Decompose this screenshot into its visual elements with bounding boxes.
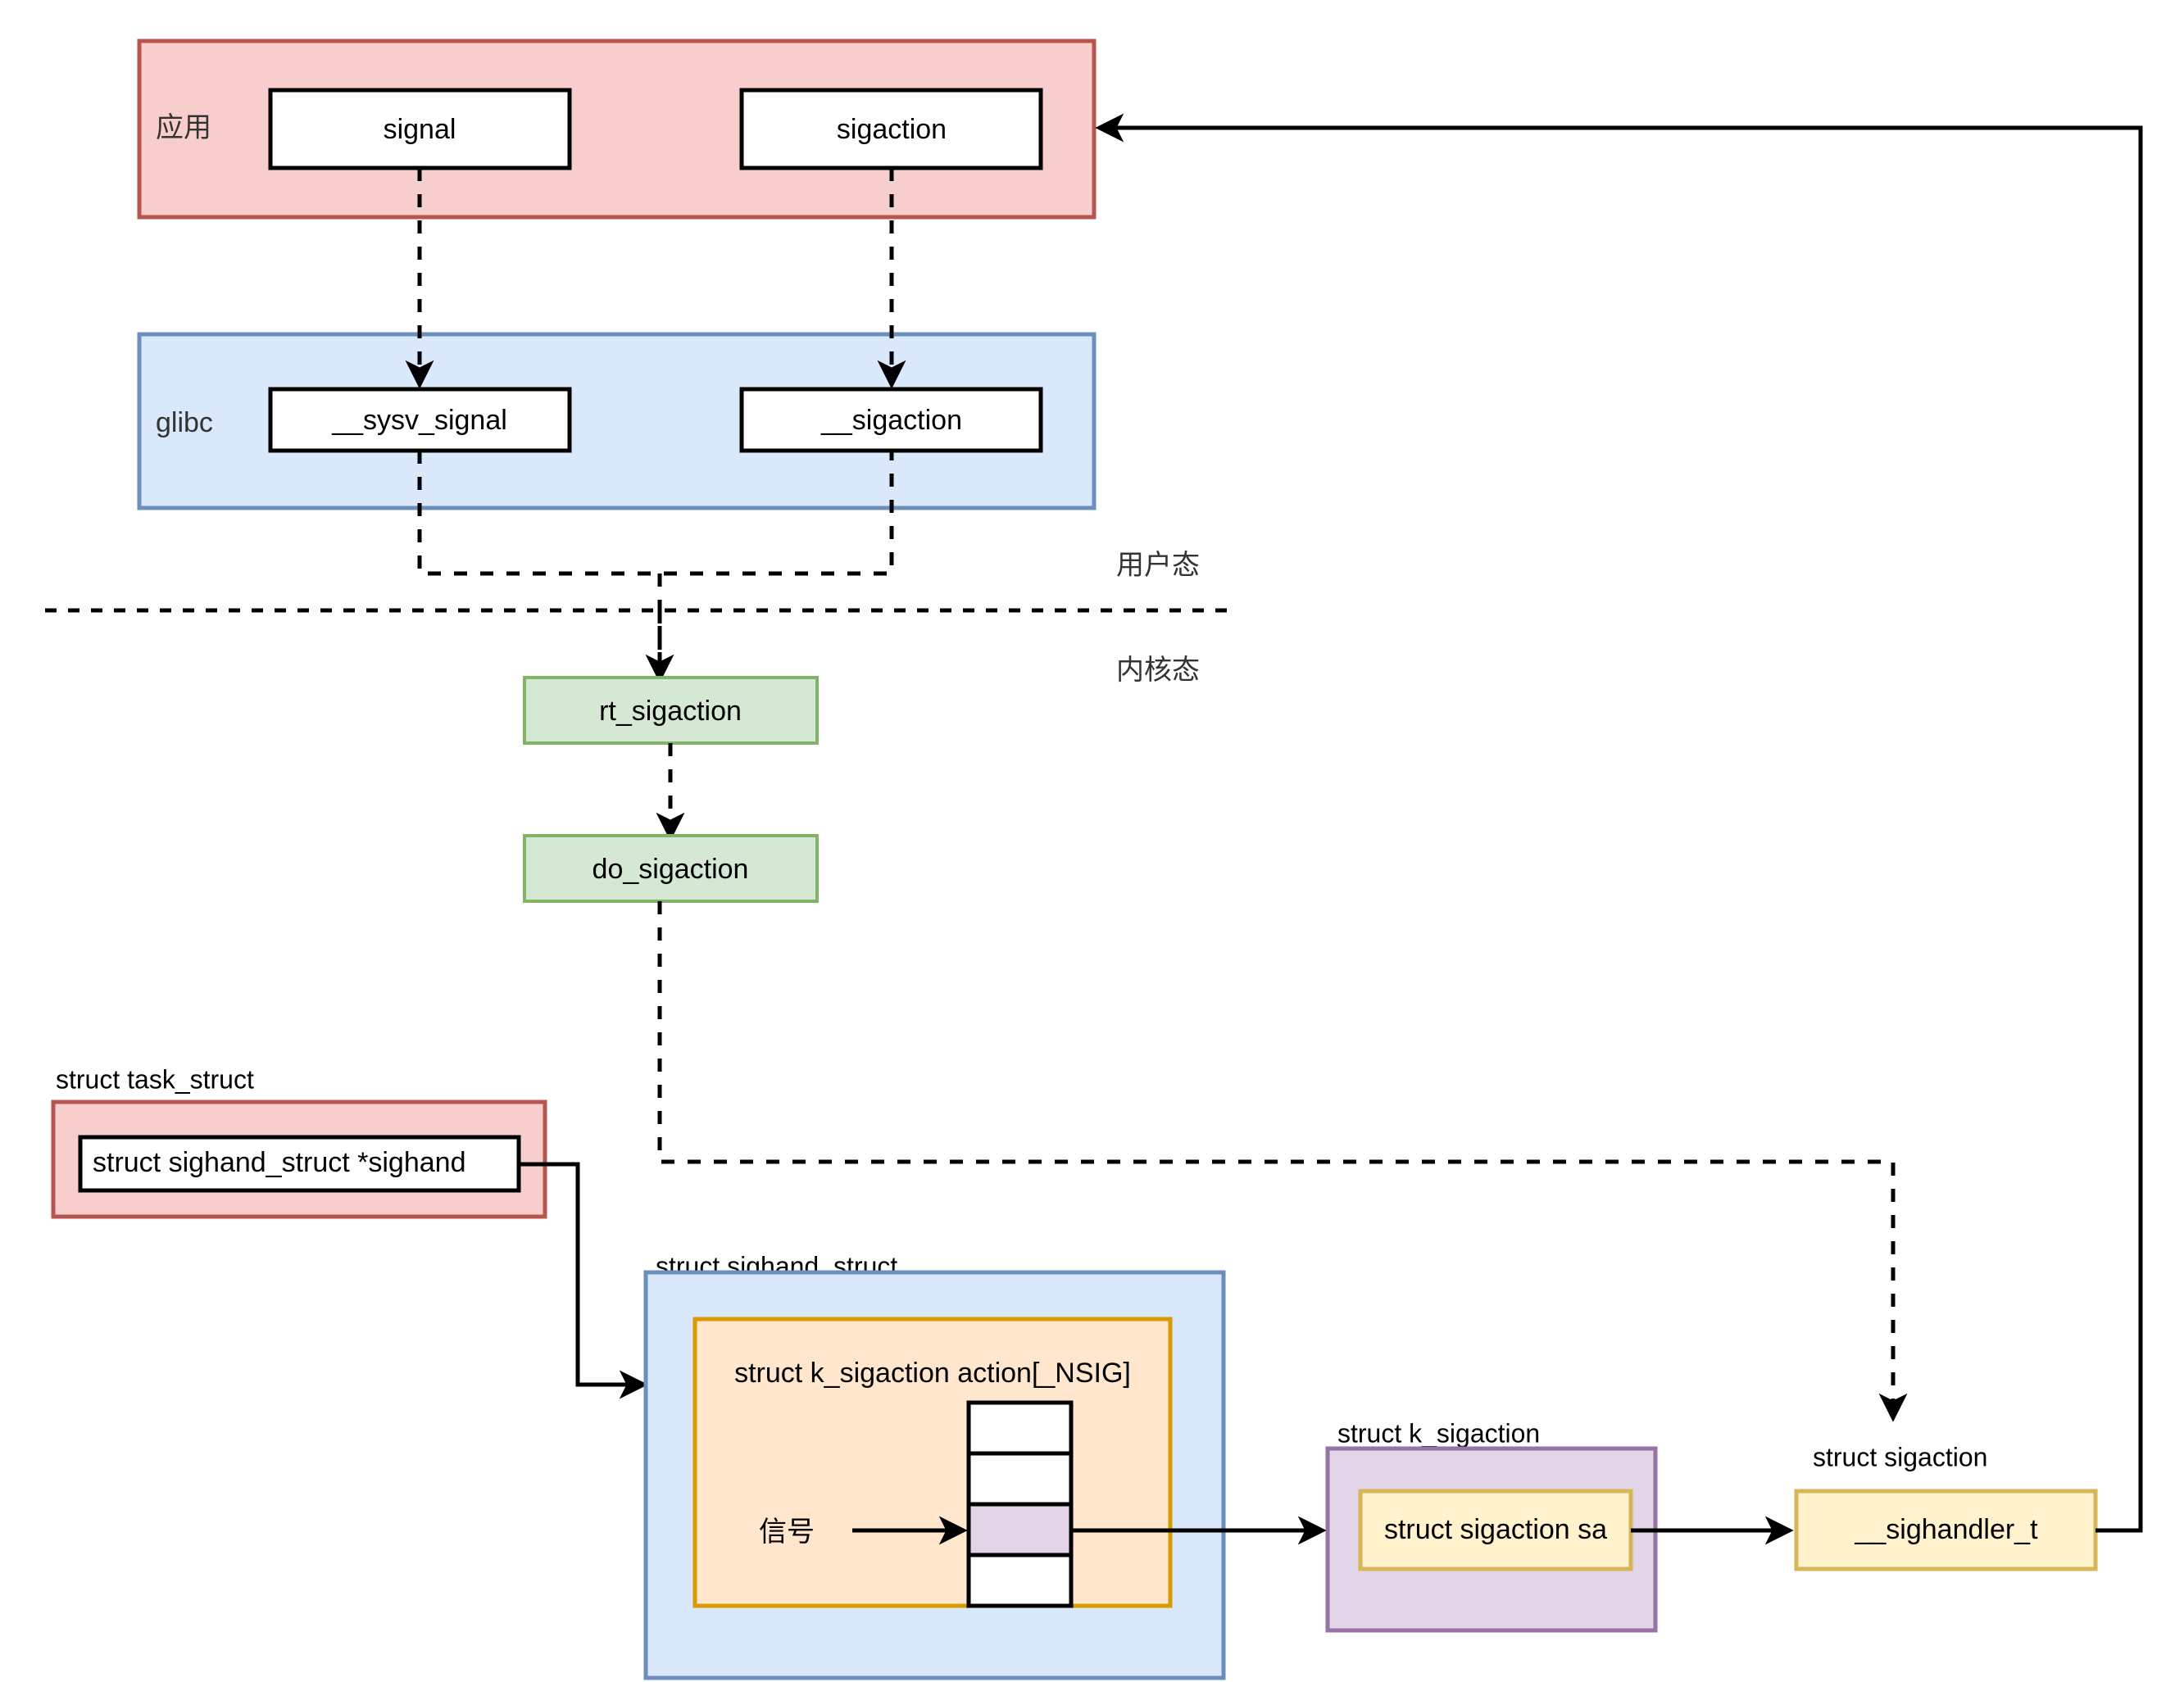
task-struct-field-sighand[interactable]	[78, 1135, 521, 1193]
action-array-cell-3[interactable]	[966, 1553, 1074, 1608]
k-sigaction-field-sa[interactable]	[1358, 1489, 1633, 1571]
action-array-cell-0[interactable]	[966, 1400, 1074, 1456]
glibc-layer-label: glibc	[156, 407, 213, 438]
k-sigaction-field-sa-label: struct sigaction sa	[1384, 1514, 1607, 1545]
kernel-box-rt-sigaction-group: rt_sigaction	[523, 676, 819, 745]
struct-sigaction-group: struct sigaction __sighandler_t	[1794, 1442, 2098, 1571]
app-box-signal[interactable]	[268, 88, 572, 170]
struct-sigaction-caption: struct sigaction	[1813, 1442, 1987, 1471]
layer-application: 应用 signal sigaction	[137, 39, 1097, 220]
sighand-struct-group: struct sighand_struct struct k_sigaction…	[643, 1251, 1226, 1680]
struct-sigaction-handler-label: __sighandler_t	[1854, 1514, 2038, 1545]
arrow-do-sigaction-to-struct-sigaction	[657, 901, 1908, 1422]
task-struct-field-sighand-label: struct sighand_struct *sighand	[93, 1147, 465, 1178]
user-mode-label: 用户态	[1116, 550, 1200, 581]
kernel-mode-label: 内核态	[1116, 655, 1200, 686]
sighand-struct-action-array-box	[692, 1317, 1173, 1608]
glibc-box-sysv-signal-label: __sysv_signal	[331, 405, 507, 436]
glibc-box-sigaction[interactable]	[739, 387, 1043, 453]
layer-glibc: glibc __sysv_signal __sigaction	[137, 332, 1097, 510]
app-box-sigaction-label: sigaction	[837, 114, 947, 145]
k-sigaction-caption: struct k_sigaction	[1337, 1418, 1540, 1448]
arrow-sighand-pointer-to-sighand-struct	[519, 1162, 648, 1399]
kernel-box-do-sigaction[interactable]	[523, 834, 819, 903]
struct-sigaction-handler-box[interactable]	[1794, 1489, 2098, 1571]
task-struct-group: struct task_struct struct sighand_struct…	[51, 1064, 547, 1219]
kernel-box-do-sigaction-label: do_sigaction	[593, 854, 749, 885]
action-array-cell-1[interactable]	[966, 1451, 1074, 1507]
arrow-handler-back-to-app-sigaction	[1095, 113, 2143, 1533]
app-box-signal-label: signal	[384, 114, 456, 145]
glibc-box-sigaction-label: __sigaction	[820, 405, 962, 436]
action-array-cell-2-selected[interactable]	[966, 1502, 1074, 1557]
k-sigaction-group: struct k_sigaction struct sigaction sa	[1325, 1418, 1658, 1633]
kernel-box-do-sigaction-group: do_sigaction	[523, 834, 819, 903]
application-layer-label: 应用	[156, 112, 211, 143]
signal-input-label: 信号	[759, 1517, 815, 1548]
kernel-box-rt-sigaction-label: rt_sigaction	[599, 696, 742, 727]
join-glibc-to-syscall	[417, 451, 894, 576]
sighand-struct-action-array-label: struct k_sigaction action[_NSIG]	[734, 1358, 1131, 1389]
task-struct-caption: struct task_struct	[56, 1064, 254, 1094]
kernel-box-rt-sigaction[interactable]	[523, 676, 819, 745]
